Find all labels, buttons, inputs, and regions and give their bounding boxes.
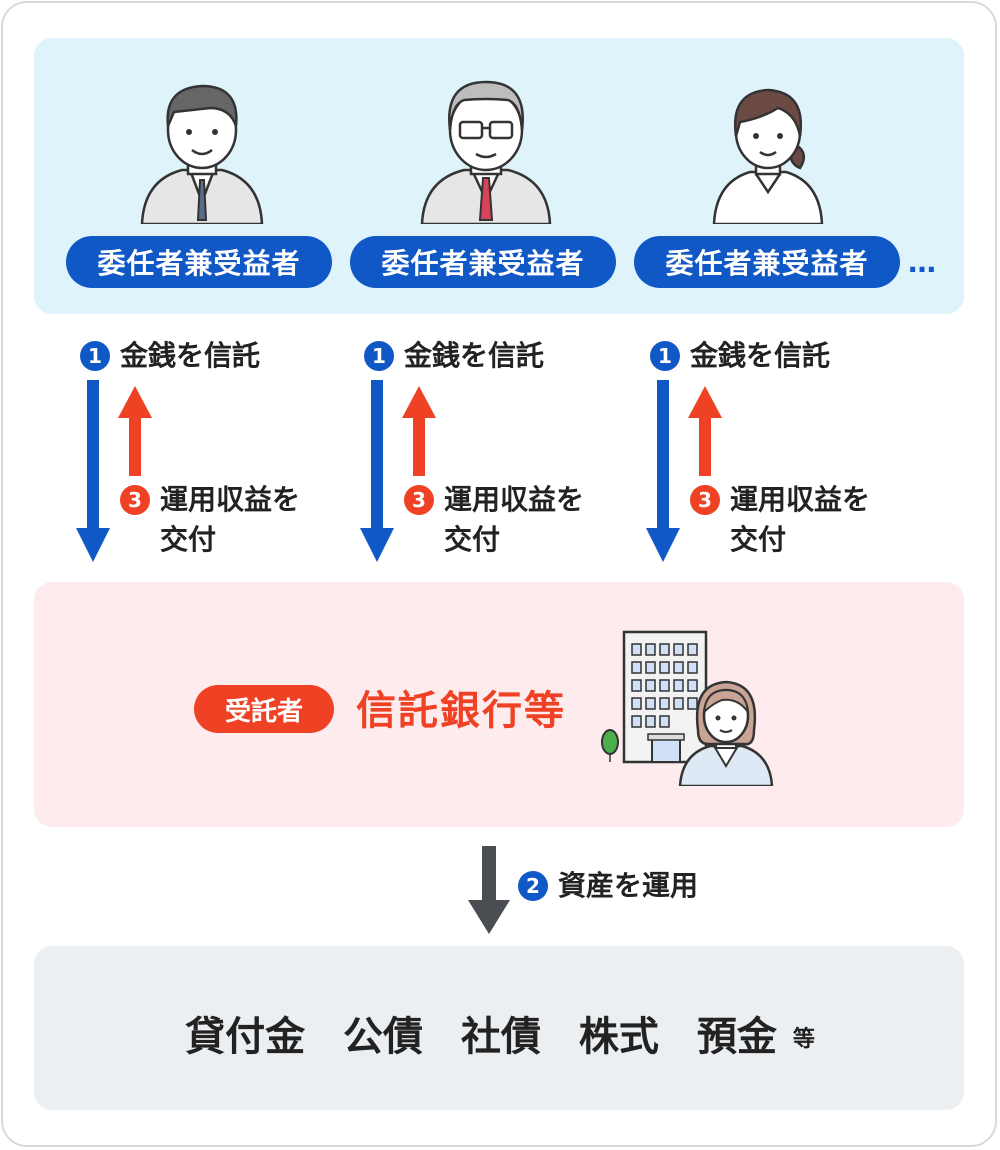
asset-public-bonds: 公債 (343, 1014, 424, 1060)
money-in-label-1: 1 金銭を信託 (80, 336, 260, 376)
down-arrow-shaft (657, 380, 669, 530)
return-text-line2: 交付 (730, 523, 787, 556)
invest-text: 資産を運用 (558, 869, 699, 902)
up-arrow-shaft (699, 416, 711, 476)
flow-arrows-3 (646, 380, 722, 562)
money-in-text: 金銭を信託 (690, 339, 831, 372)
return-text-line1: 運用収益を (444, 483, 585, 516)
up-arrow-shaft (413, 416, 425, 476)
flow-arrows-1 (76, 380, 152, 562)
down-arrow-head (646, 528, 680, 562)
asset-loans: 貸付金 (185, 1014, 306, 1060)
money-in-label-3: 1 金銭を信託 (650, 336, 830, 376)
woman-icon (712, 88, 824, 224)
step-3-badge: 3 (404, 485, 434, 515)
step-1-badge: 1 (650, 341, 680, 371)
flow-arrows-2 (360, 380, 436, 562)
down-arrow-head (360, 528, 394, 562)
return-text-line1: 運用収益を (730, 483, 871, 516)
asset-corporate-bonds: 社債 (460, 1014, 541, 1060)
trustee-panel (34, 582, 964, 827)
asset-list: 貸付金 公債 社債 株式 預金等 (0, 1004, 1000, 1062)
down-arrow-shaft (371, 380, 383, 530)
senior-man-icon (420, 80, 552, 224)
assets-etc: 等 (792, 1027, 815, 1052)
step-1-badge: 1 (364, 341, 394, 371)
young-man-icon (140, 84, 264, 224)
step-3-badge: 3 (690, 485, 720, 515)
assets-panel (34, 946, 964, 1110)
trustee-badge: 受託者 (194, 685, 334, 733)
asset-stocks: 株式 (578, 1014, 659, 1060)
down-arrow-head (76, 528, 110, 562)
settlor-badge-2: 委任者兼受益者 (350, 236, 616, 288)
asset-deposits: 預金 (696, 1014, 777, 1060)
return-label-1: 3 運用収益を 交付 (120, 480, 300, 560)
up-arrow-head (688, 386, 722, 418)
more-settlors-ellipsis: … (908, 246, 937, 279)
step-3-badge: 3 (120, 485, 150, 515)
return-label-2: 3 運用収益を 交付 (404, 480, 584, 560)
return-text-line2: 交付 (444, 523, 501, 556)
return-text-line2: 交付 (160, 523, 217, 556)
up-arrow-head (402, 386, 436, 418)
bank-building-icon (601, 630, 774, 786)
invest-down-arrow (468, 846, 510, 934)
money-in-text: 金銭を信託 (404, 339, 545, 372)
invest-label: 2 資産を運用 (518, 866, 698, 906)
settlor-badge-3: 委任者兼受益者 (634, 236, 900, 288)
money-in-label-2: 1 金銭を信託 (364, 336, 544, 376)
step-1-badge: 1 (80, 341, 110, 371)
settlor-badge-1: 委任者兼受益者 (66, 236, 332, 288)
up-arrow-shaft (129, 416, 141, 476)
return-label-3: 3 運用収益を 交付 (690, 480, 870, 560)
down-arrow-shaft (87, 380, 99, 530)
return-text-line1: 運用収益を (160, 483, 301, 516)
money-in-text: 金銭を信託 (120, 339, 261, 372)
step-2-badge: 2 (518, 871, 548, 901)
up-arrow-head (118, 386, 152, 418)
trustee-name: 信託銀行等 (356, 688, 566, 734)
